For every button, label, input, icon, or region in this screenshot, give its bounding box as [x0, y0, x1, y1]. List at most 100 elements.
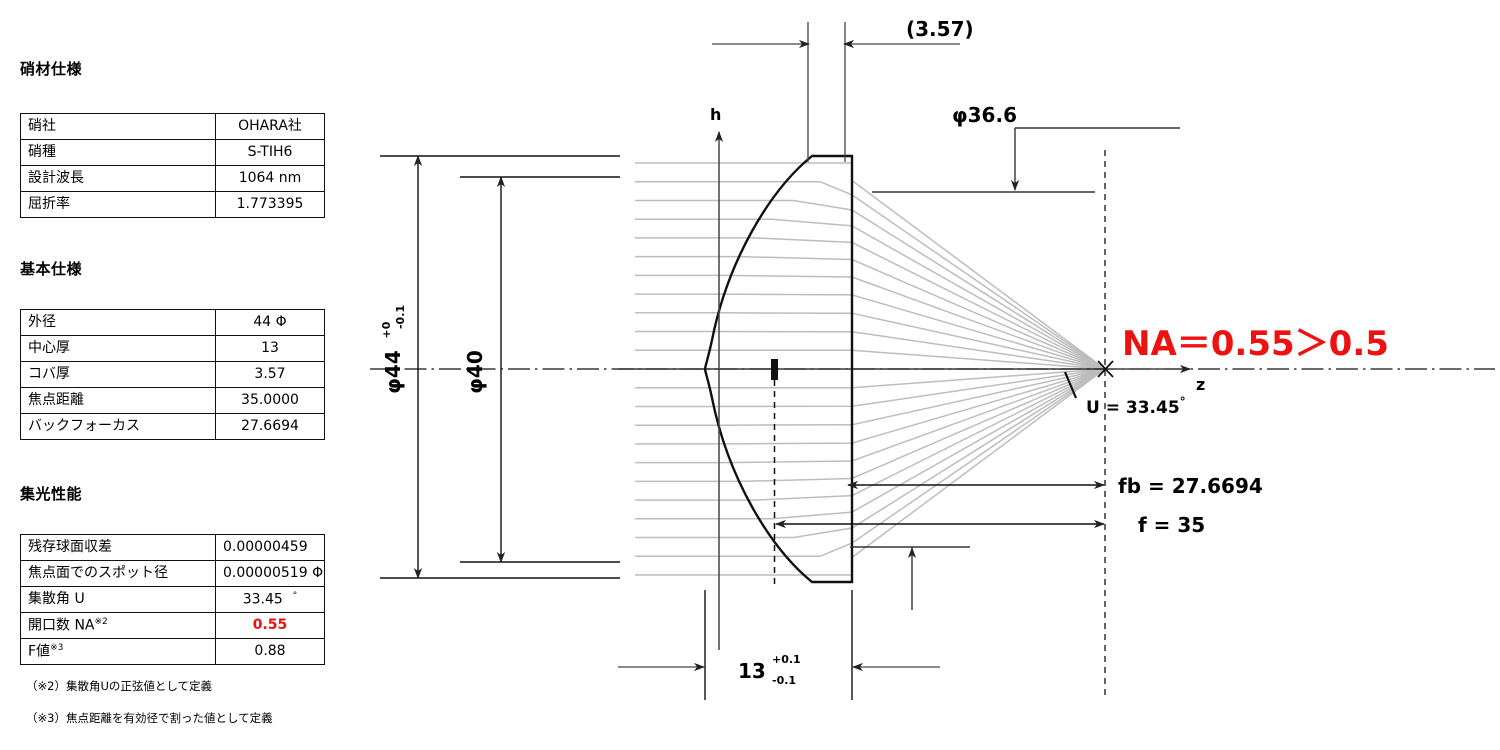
row-key: 焦点面でのスポット径: [20, 560, 216, 587]
row-value-text: 33.45: [242, 591, 283, 608]
row-value: 35.0000: [215, 387, 325, 414]
row-key: 硝社: [20, 113, 216, 140]
row-key: 外径: [20, 309, 216, 336]
edge-thickness-label: (3.57): [906, 17, 974, 41]
row-value: 0.88: [215, 638, 325, 665]
ray: [635, 368, 1106, 445]
phi44-tol-minus-group: -0.1: [394, 305, 407, 329]
ray: [635, 349, 1106, 370]
row-value: OHARA社: [215, 113, 325, 140]
row-value: S-TIH6: [215, 139, 325, 166]
table-row: 焦点面でのスポット径 0.00000519 Φ: [20, 560, 325, 587]
focal-length-label: f = 35: [1138, 513, 1205, 537]
phi40-label: φ40: [463, 350, 487, 393]
ray: [635, 312, 1106, 370]
row-value-na: 0.55: [215, 612, 325, 639]
ray: [635, 368, 1106, 520]
ray: [635, 368, 1106, 483]
row-key: F値※3: [20, 638, 216, 665]
h-axis-label: h: [710, 105, 721, 124]
clear-aperture-label: φ36.6: [952, 103, 1017, 127]
row-value: 13: [215, 335, 325, 362]
row-key: 焦点距離: [20, 387, 216, 414]
section-title-focusing: 集光性能: [20, 485, 83, 503]
phi44-label: φ44: [381, 350, 405, 393]
ray: [635, 274, 1106, 370]
phi44-label-group: φ44: [381, 350, 405, 393]
center-thickness-tol-plus: +0.1: [772, 653, 801, 666]
z-axis-label: z: [1196, 375, 1205, 394]
ray: [635, 293, 1106, 370]
table-row: コバ厚 3.57: [20, 361, 325, 388]
row-value: 1064 nm: [215, 165, 325, 192]
phi44-tol-minus: -0.1: [394, 305, 407, 329]
footnote-2: （※2）集散角Uの正弦値として定義: [26, 679, 213, 693]
na-callout: NA＝0.55＞0.5: [1122, 324, 1389, 364]
table-row: 集散角 U 33.45 °: [20, 586, 325, 613]
table-row: F値※3 0.88: [20, 638, 325, 665]
center-thickness-label: 13: [738, 659, 766, 683]
row-key: 硝種: [20, 139, 216, 166]
principal-plane-tick: [771, 359, 778, 380]
ray: [635, 199, 1106, 370]
row-key: 中心厚: [20, 335, 216, 362]
ray: [635, 368, 1106, 501]
footnote-3: （※3）焦点距離を有効径で割った値として定義: [26, 711, 273, 725]
table-row: 残存球面収差 0.00000459: [20, 534, 325, 561]
ray: [635, 368, 1106, 408]
basic-spec-table: 外径 44 Φ 中心厚 13 コバ厚 3.57 焦点距離 35.0000 バック…: [20, 309, 325, 440]
convergence-angle-label: U = 33.45°: [1086, 395, 1186, 418]
row-key: 設計波長: [20, 165, 216, 192]
ray: [635, 368, 1106, 426]
section-title-glass: 硝材仕様: [20, 60, 83, 78]
ray: [635, 180, 1106, 370]
row-key: バックフォーカス: [20, 413, 216, 440]
table-row: 設計波長 1064 nm: [20, 165, 325, 192]
ray: [635, 237, 1106, 370]
row-key: コバ厚: [20, 361, 216, 388]
row-value: 33.45 °: [215, 586, 325, 613]
phi44-tol-plus: +0: [380, 321, 393, 338]
row-value: 27.6694: [215, 413, 325, 440]
degree-unit: °: [292, 590, 298, 601]
footnote-marker: ※2: [94, 616, 108, 627]
ray: [635, 330, 1106, 370]
ray: [635, 368, 1106, 464]
table-row: 外径 44 Φ: [20, 309, 325, 336]
phi44-tol-plus-group: +0: [380, 321, 393, 338]
ray: [635, 255, 1106, 370]
lens-outline: [703, 154, 854, 584]
row-value: 0.00000519 Φ: [215, 560, 325, 587]
optical-diagram: h z (3.57) φ36.6 φ44 +0: [360, 0, 1500, 750]
section-title-basic: 基本仕様: [20, 260, 83, 278]
row-value: 3.57: [215, 361, 325, 388]
ray-bundle: [635, 162, 1106, 576]
row-key: 集散角 U: [20, 586, 216, 613]
glass-spec-table: 硝社 OHARA社 硝種 S-TIH6 設計波長 1064 nm 屈折率 1.7…: [20, 113, 325, 218]
ray: [635, 368, 1106, 539]
row-key: 開口数 NA※2: [20, 612, 216, 639]
table-row: 屈折率 1.773395: [20, 191, 325, 218]
convergence-angle-text: U = 33.45: [1086, 398, 1180, 418]
diagram-svg: h z (3.57) φ36.6 φ44 +0: [370, 17, 1495, 700]
ray: [635, 368, 1106, 389]
center-thickness-tol-minus: -0.1: [772, 674, 796, 687]
table-row: 硝種 S-TIH6: [20, 139, 325, 166]
convergence-angle-tick: [1063, 371, 1078, 399]
footnote-marker: ※3: [50, 642, 64, 653]
phi40-label-group: φ40: [463, 350, 487, 393]
convergence-angle-unit: °: [1180, 395, 1186, 409]
table-row: 中心厚 13: [20, 335, 325, 362]
ray: [635, 368, 1106, 558]
table-row: 開口数 NA※2 0.55: [20, 612, 325, 639]
row-value: 1.773395: [215, 191, 325, 218]
table-row: 焦点距離 35.0000: [20, 387, 325, 414]
table-row: バックフォーカス 27.6694: [20, 413, 325, 440]
row-key: 屈折率: [20, 191, 216, 218]
focusing-spec-table: 残存球面収差 0.00000459 焦点面でのスポット径 0.00000519 …: [20, 534, 325, 665]
table-row: 硝社 OHARA社: [20, 113, 325, 140]
row-value: 0.00000459: [215, 534, 325, 561]
focus-point-marker: [1097, 360, 1114, 378]
spec-panel: 硝材仕様 硝社 OHARA社 硝種 S-TIH6 設計波長 1064 nm 屈折…: [0, 0, 360, 750]
row-key-text: 開口数 NA: [28, 617, 95, 634]
